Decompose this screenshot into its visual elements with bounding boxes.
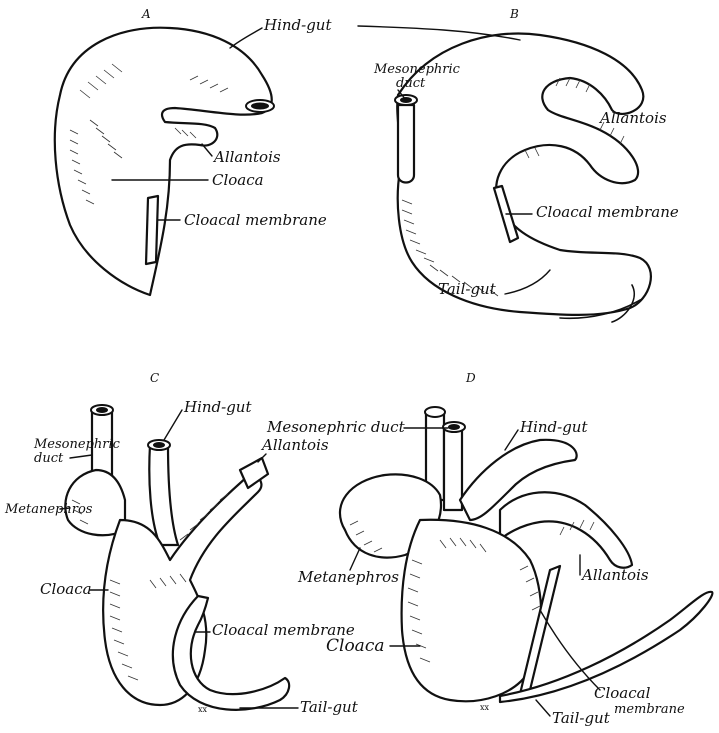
- panel-d-label-tail-gut: Tail-gut: [552, 709, 611, 727]
- panel-d-letter: D: [465, 371, 476, 385]
- panel-c-label-metanephros: Metanephros: [4, 502, 93, 517]
- panel-c-hind-gut-lumen-dark: [153, 442, 165, 448]
- panel-d-duct-left-top: [425, 407, 445, 417]
- panel-b-mesonephric-duct: [398, 105, 414, 183]
- panel-c-label-allantois: Allantois: [260, 436, 329, 454]
- panel-d-label-cloaca: Cloaca: [326, 636, 384, 656]
- panel-c-label-hind-gut: Hind-gut: [183, 398, 252, 416]
- panel-b-label-tail-gut: Tail-gut: [438, 280, 497, 298]
- panel-c-duct-lumen-dark: [96, 407, 108, 413]
- panel-d-mesonephric-duct-right: [444, 428, 462, 510]
- panel-c-leader-metanephros: [60, 508, 70, 509]
- panel-d-cloaca-body: [402, 520, 542, 701]
- panel-d-duct-lumen-dark: [448, 424, 460, 430]
- panel-a-leader-hind-gut: [230, 28, 262, 48]
- panel-c-leader-hind-gut: [164, 410, 182, 440]
- panel-d-label-hind-gut: Hind-gut: [519, 418, 588, 436]
- panel-c-label-mesonephric-1: Mesonephric: [33, 437, 121, 452]
- panel-c-label-mesonephric-2: duct: [34, 451, 64, 466]
- panel-d-leader-tail-gut: [536, 700, 550, 716]
- panel-a-letter: A: [141, 7, 151, 21]
- panel-d-label-mesonephric-duct: Mesonephric duct: [266, 418, 406, 436]
- panel-d-label-metanephros: Metanephros: [297, 568, 399, 586]
- panel-a-label-hind-gut: Hind-gut: [263, 16, 332, 34]
- panel-b-letter: B: [509, 7, 519, 21]
- panel-a: A Hind-gut Allantois Cloaca Cloacal memb…: [55, 7, 333, 295]
- panel-b-label-cloacal-membrane: Cloacal membrane: [536, 203, 679, 221]
- panel-c-label-cloaca: Cloaca: [40, 580, 92, 598]
- panel-d-leader-metanephros: [350, 548, 360, 570]
- panel-a-cloacal-membrane: [146, 196, 158, 264]
- panel-c-hind-gut-tube: [149, 445, 178, 545]
- panel-b-label-mesonephric-1: Mesonephric: [373, 62, 461, 77]
- panel-d-label-allantois: Allantois: [580, 566, 649, 584]
- panel-d-asterisk: xx: [480, 703, 490, 712]
- panel-d-label-cloacal-1: Cloacal: [594, 684, 651, 702]
- panel-a-label-cloaca: Cloaca: [212, 171, 264, 189]
- panel-c-label-tail-gut: Tail-gut: [300, 698, 359, 716]
- panel-c-leader-mesonephric: [70, 455, 92, 458]
- panel-c-letter: C: [150, 371, 159, 385]
- panel-b: B Mesonephric duct Allantois Cloacal mem…: [358, 7, 679, 322]
- panel-b-label-allantois: Allantois: [598, 109, 667, 127]
- panel-d: D xx Mesonephric duct Hind-gut Metanephr…: [266, 371, 712, 727]
- panel-c-cloacal-membrane: [173, 596, 289, 710]
- panel-b-label-mesonephric-2: duct: [396, 76, 426, 91]
- panel-d-label-cloacal-2: membrane: [614, 702, 685, 717]
- panel-a-hind-gut-lumen-dark: [251, 103, 269, 110]
- panel-c-asterisk: xx: [198, 705, 208, 714]
- panel-a-label-cloacal-membrane: Cloacal membrane: [184, 211, 327, 229]
- panel-a-label-allantois: Allantois: [212, 148, 281, 166]
